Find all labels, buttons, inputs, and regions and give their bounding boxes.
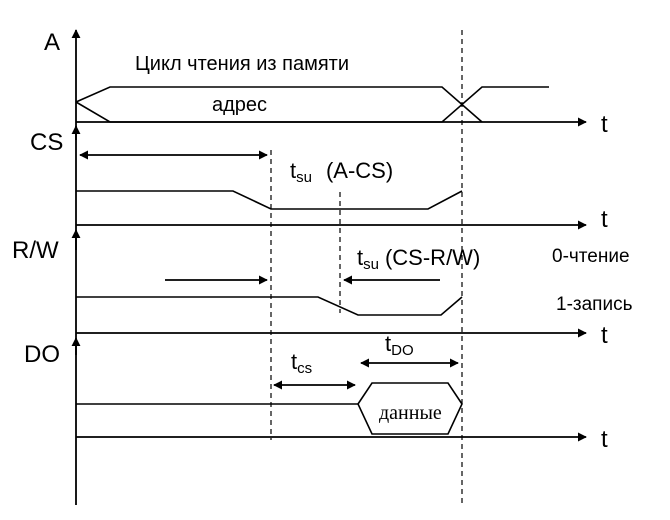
diagram-title: Цикл чтения из памяти [135, 53, 349, 75]
tcs-label: tcs [291, 349, 312, 377]
signal-label-do: DO [24, 341, 60, 368]
tcs-sub: cs [297, 360, 312, 377]
signal-label-rw: R/W [12, 237, 59, 264]
tsu-cs-rw-suffix: (CS-R/W) [385, 245, 480, 270]
tcs-main: t [291, 349, 297, 374]
address-waveform [75, 86, 549, 123]
tsu-cs-rw-label: tsu (CS-R/W) [357, 245, 480, 273]
tsu-a-cs-suffix: (A-CS) [326, 158, 393, 183]
signal-label-cs: CS [30, 129, 63, 156]
tsu-a-cs-main: t [290, 158, 296, 183]
tsu-cs-rw-main: t [357, 245, 363, 270]
address-label: адрес [212, 94, 267, 116]
tdo-sub: DO [391, 342, 414, 359]
tdo-main: t [385, 331, 391, 356]
t-label-do: t [601, 426, 608, 453]
data-label: данные [379, 402, 442, 424]
t-label-rw: t [601, 322, 608, 349]
tsu-a-cs-label: tsu (A-CS) [290, 158, 393, 186]
rw-waveform [76, 296, 463, 316]
signal-label-a: A [44, 29, 60, 56]
tdo-label: tDO [385, 331, 414, 359]
tsu-cs-rw-sub: su [363, 256, 379, 273]
tsu-a-cs-sub: su [296, 169, 312, 186]
data-bus-shape [357, 382, 463, 435]
cs-waveform [76, 190, 463, 210]
t-label-cs: t [601, 206, 608, 233]
rw-note-read: 0-чтение [552, 246, 630, 267]
rw-note-write: 1-запись [556, 294, 633, 315]
t-label-a: t [601, 111, 608, 138]
